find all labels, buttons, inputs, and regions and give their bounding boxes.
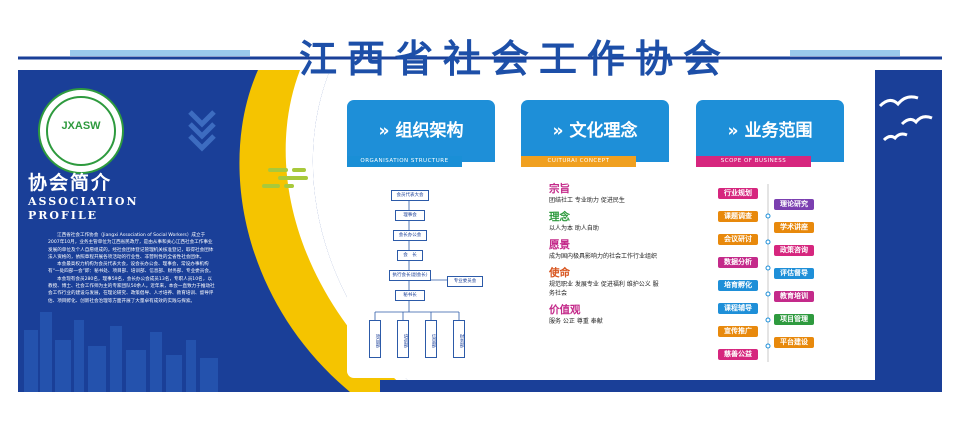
business-tag: 政策咨询 [774,245,814,256]
panel-org-structure: » 组织架构 ORGANISATION STRUCTURE 会员代表大会 理事会… [347,100,495,378]
org-node: 会长办公会 [393,230,427,241]
culture-text: 团结社工 专业助力 促进民生 [549,197,625,204]
business-tag: 学术讲座 [774,222,814,233]
org-node: 执行会长(副会长) [389,270,431,281]
culture-heading: 愿景 [549,239,570,251]
intro-paragraph: 江西省社会工作协会（Jiangxi Association of Social … [48,233,214,260]
bird-icon [878,95,933,142]
business-tag: 慈善公益 [718,349,758,360]
logo-ring [46,96,116,166]
chevron-down-icon [188,110,216,152]
intro-body: 江西省社会工作协会（Jiangxi Association of Social … [48,232,216,305]
culture-item: 使命 规范职业 发展专业 促进福利 维护公义 服务社会 [549,266,661,298]
business-tag: 课程辅导 [718,303,758,314]
intro-heading-en-line1: ASSOCIATION [28,195,139,208]
culture-heading: 价值观 [549,304,581,316]
culture-heading: 使命 [549,267,570,279]
culture-item: 价值观 服务 公正 尊重 奉献 [549,303,661,326]
timeline-line [765,184,771,362]
culture-item: 愿景 成为国内极具影响力的社会工作行业组织 [549,238,661,261]
association-logo: JXASW [38,88,124,174]
panel-tag: SCOPE OF BUSINESS [696,156,811,167]
org-node: 理事会 [395,210,425,221]
culture-text: 成为国内极具影响力的社会工作行业组织 [549,253,658,260]
business-tag: 理论研究 [774,199,814,210]
dash-decoration-icon [262,168,308,188]
culture-text: 以人为本 助人自助 [549,225,599,232]
org-node: 专业委员会 [447,276,483,287]
culture-list: 宗旨 团结社工 专业助力 促进民生 理念 以人为本 助人自助 愿景 成为国内极具… [549,182,661,331]
intro-paragraph: 本会现有会员280名，理事59名，会长办公会成员13名，专职人员10名，以教授、… [48,276,215,304]
business-tag: 行业规划 [718,188,758,199]
culture-heading: 理念 [549,211,570,223]
culture-item: 宗旨 团结社工 专业助力 促进民生 [549,182,661,205]
org-node: 会 长 [397,250,423,261]
culture-item: 理念 以人为本 助人自助 [549,210,661,233]
org-dept: 信息部 [425,320,437,358]
business-tag: 会议研讨 [718,234,758,245]
panel-title: » 组织架构 [378,121,464,141]
skyline-silhouette [24,312,218,392]
business-tag: 平台建设 [774,337,814,348]
intro-heading-en-line2: PROFILE [28,209,99,222]
org-node: 会员代表大会 [391,190,429,201]
page-title: 江西省社会工作协会 [298,36,731,81]
intro-paragraph: 本会最高权力机构为会员代表大会，设会长办公会、理事会，常设办事机构有“一处四部一… [48,262,214,275]
org-dept: 财务部 [453,320,465,358]
intro-heading-en: ASSOCIATION PROFILE [28,195,208,223]
panel-header: » 文化理念 [521,100,669,162]
business-tag: 教育培训 [774,291,814,302]
panel-business-scope: » 业务范围 SCOPE OF BUSINESS 行业规划 课题调查 会议研讨 … [696,100,844,378]
panel-header: » 组织架构 [347,100,495,162]
business-tag: 项目管理 [774,314,814,325]
panel-title: » 业务范围 [727,121,813,141]
org-dept: 培训部 [397,320,409,358]
panel-title: » 文化理念 [552,121,638,141]
panel-culture: » 文化理念 CUITURAI CONCEPT 宗旨 团结社工 专业助力 促进民… [521,100,669,378]
org-node: 秘书长 [395,290,425,301]
org-dept: 项目部 [369,320,381,358]
business-tag: 评估督导 [774,268,814,279]
business-tag: 课题调查 [718,211,758,222]
panel-tag: ORGANISATION STRUCTURE [347,156,462,167]
panel-tag: CUITURAI CONCEPT [521,156,636,167]
culture-heading: 宗旨 [549,183,570,195]
logo-text: JXASW [61,120,101,132]
culture-text: 服务 公正 尊重 奉献 [549,318,603,325]
business-tag: 数据分析 [718,257,758,268]
business-tag: 宣传推广 [718,326,758,337]
intro-heading: 协会简介 [28,172,113,194]
business-tag: 培育孵化 [718,280,758,291]
panel-header: » 业务范围 [696,100,844,162]
culture-text: 规范职业 发展专业 促进福利 维护公义 服务社会 [549,281,659,297]
